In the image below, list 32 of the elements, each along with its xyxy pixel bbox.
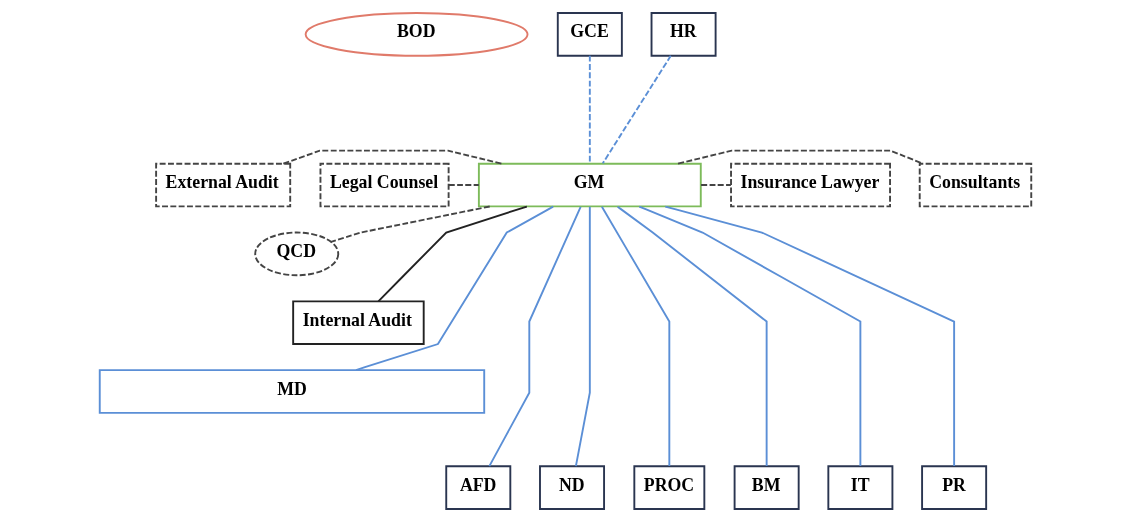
node-box: AFD: [445, 465, 512, 510]
node-box: PROC: [633, 465, 706, 510]
connector: [664, 205, 956, 468]
node-box: GM: [477, 162, 702, 208]
connector: [488, 205, 582, 468]
connector: [677, 149, 924, 165]
connector: [638, 205, 862, 468]
node-box: BM: [733, 465, 800, 510]
connector: [574, 205, 591, 468]
node-box: External Audit: [155, 162, 292, 208]
node-box: MD: [98, 369, 486, 414]
connector: [282, 149, 503, 165]
connector: [588, 54, 591, 165]
connector: [600, 205, 671, 468]
node-box: HR: [650, 12, 717, 57]
connector: [601, 54, 672, 165]
connector: [447, 184, 480, 186]
connector: [700, 184, 732, 186]
node-box: IT: [827, 465, 894, 510]
node-ellipse: BOD: [304, 12, 529, 57]
node-ellipse: QCD: [254, 231, 340, 277]
connector: [355, 205, 555, 371]
node-box: PR: [921, 465, 988, 510]
node-box: Insurance Lawyer: [730, 162, 891, 208]
connector: [377, 205, 528, 303]
node-box: Legal Counsel: [319, 162, 450, 208]
node-box: ND: [539, 465, 606, 510]
connector: [616, 205, 768, 468]
node-box: Consultants: [918, 162, 1033, 208]
node-box: Internal Audit: [292, 300, 425, 345]
connector: [330, 205, 491, 243]
node-box: GCE: [556, 12, 623, 57]
